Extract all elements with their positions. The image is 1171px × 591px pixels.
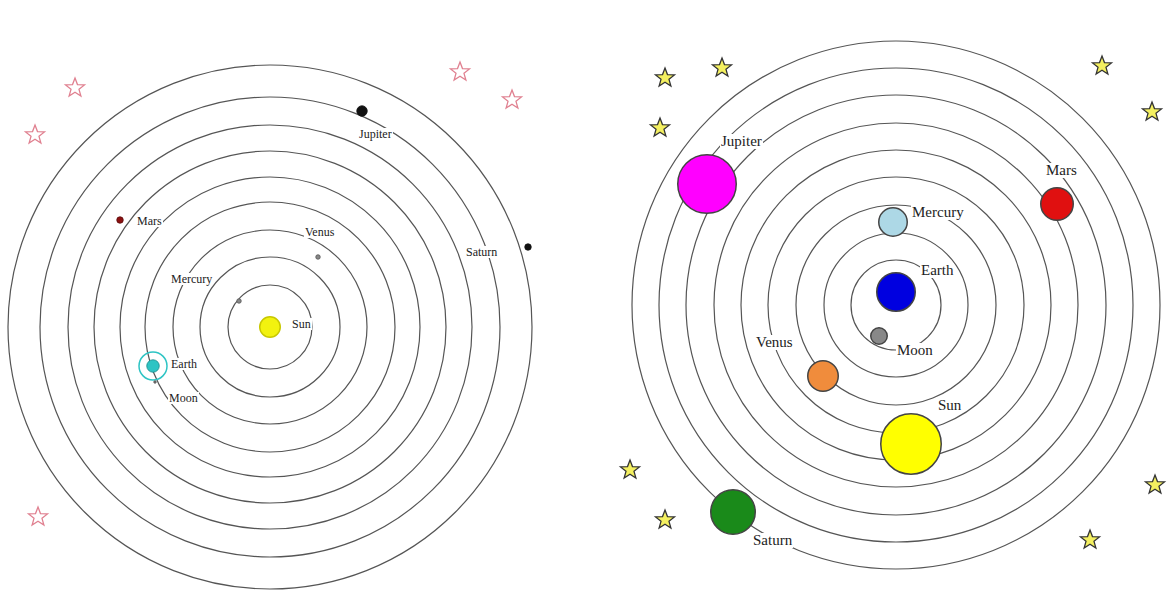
planet-circle (260, 317, 281, 338)
planet-disc (1040, 187, 1074, 221)
planet-disc (710, 489, 756, 535)
planet-disc (153, 380, 157, 384)
planet-circle (147, 360, 160, 373)
planet-disc (524, 243, 532, 251)
planet-label: Jupiter (358, 128, 393, 140)
planet-disc (259, 316, 281, 338)
planet-node: Venus (315, 254, 321, 260)
planet-disc (880, 413, 942, 475)
planet-circle (678, 155, 737, 214)
planet-node: Venus (807, 360, 839, 392)
planet-label: Moon (896, 343, 934, 358)
planet-disc (146, 359, 160, 373)
planet-label: Mars (136, 215, 163, 227)
planet-node: Moon (153, 380, 157, 384)
planet-disc (356, 105, 368, 117)
geocentric-orbits (632, 41, 1160, 569)
pink-stars (25, 62, 521, 525)
planet-label: Mars (1045, 163, 1078, 178)
planet-node: Mars (1040, 187, 1074, 221)
planet-disc (876, 272, 916, 312)
planet-disc (677, 154, 737, 214)
planet-label: Jupiter (720, 134, 763, 149)
planet-circle (879, 208, 908, 237)
planet-circle (881, 414, 942, 475)
planet-label: Sun (937, 398, 962, 413)
planet-label: Saturn (752, 533, 793, 548)
planet-node: Mercury (236, 298, 242, 304)
planet-disc (116, 216, 124, 224)
planet-node: Jupiter (677, 154, 737, 214)
planet-circle (316, 255, 321, 260)
planet-circle (525, 244, 532, 251)
planet-label: Earth (170, 358, 198, 370)
planet-label: Moon (168, 392, 199, 404)
planet-circle (237, 299, 242, 304)
planet-disc (236, 298, 242, 304)
planet-circle (808, 361, 839, 392)
planet-node: Jupiter (356, 105, 368, 117)
planet-disc (315, 254, 321, 260)
planet-node: Moon (870, 327, 888, 345)
planet-label: Venus (755, 335, 794, 350)
planet-circle (871, 328, 888, 345)
planet-node: Mars (116, 216, 124, 224)
planet-node: Earth (146, 359, 160, 373)
heliocentric-orbits (8, 65, 532, 589)
yellow-stars (620, 56, 1164, 548)
planet-node: Earth (876, 272, 916, 312)
planet-disc (878, 207, 908, 237)
planet-node: Mercury (878, 207, 908, 237)
planet-node: Saturn (524, 243, 532, 251)
planet-label: Mercury (911, 205, 965, 220)
planet-label: Saturn (465, 246, 498, 258)
planet-label: Mercury (170, 273, 213, 285)
planet-disc (807, 360, 839, 392)
planet-label: Venus (304, 226, 335, 238)
planet-circle (117, 217, 124, 224)
planet-node: Saturn (710, 489, 756, 535)
planet-circle (711, 490, 756, 535)
planet-disc (870, 327, 888, 345)
planet-circle (357, 106, 368, 117)
planet-circle (877, 273, 916, 312)
planet-circle (1041, 188, 1074, 221)
planet-node: Sun (880, 413, 942, 475)
planet-label: Earth (920, 263, 954, 278)
planet-label: Sun (291, 318, 312, 330)
planet-circle (154, 381, 157, 384)
planet-node: Sun (259, 316, 281, 338)
